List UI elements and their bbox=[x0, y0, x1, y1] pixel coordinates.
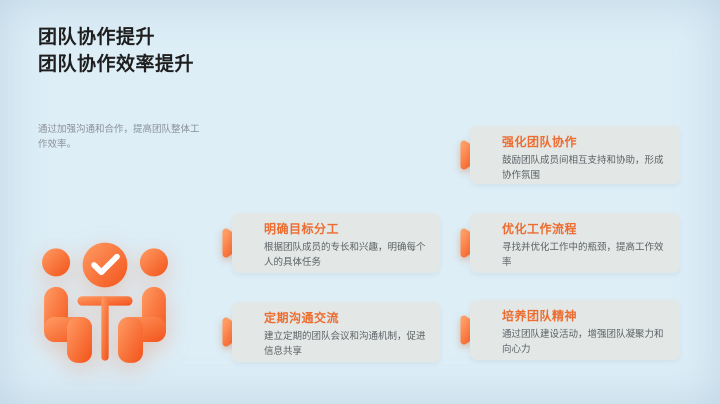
card-body: 通过团队建设活动，增强团队凝聚力和向心力 bbox=[502, 329, 664, 355]
slide-title-line1: 团队协作提升 bbox=[38, 27, 156, 48]
card-surface: 定期沟通交流 建立定期的团队会议和沟通机制，促进信息共享 bbox=[232, 302, 440, 362]
card-surface: 明确目标分工 根据团队成员的专长和兴趣，明确每个人的具体任务 bbox=[232, 213, 440, 273]
card-title: 明确目标分工 bbox=[264, 222, 340, 236]
card-surface: 优化工作流程 寻找并优化工作中的瓶颈，提高工作效率 bbox=[470, 213, 680, 273]
card-title: 优化工作流程 bbox=[502, 222, 578, 236]
team-meeting-check-icon bbox=[42, 242, 168, 363]
card-surface: 强化团队协作 鼓励团队成员间相互支持和协助，形成协作氛围 bbox=[470, 126, 680, 184]
feature-card-5: 培养团队精神 通过团队建设活动，增强团队凝聚力和向心力 bbox=[456, 300, 680, 360]
card-body: 根据团队成员的专长和兴趣，明确每个人的具体任务 bbox=[264, 242, 426, 268]
slide-title-line2: 团队协作效率提升 bbox=[38, 54, 195, 75]
card-title: 培养团队精神 bbox=[502, 309, 578, 323]
card-title: 强化团队协作 bbox=[502, 135, 578, 149]
feature-card-3: 优化工作流程 寻找并优化工作中的瓶颈，提高工作效率 bbox=[456, 213, 680, 273]
card-title: 定期沟通交流 bbox=[264, 311, 340, 325]
card-body: 寻找并优化工作中的瓶颈，提高工作效率 bbox=[502, 242, 664, 268]
feature-card-1: 强化团队协作 鼓励团队成员间相互支持和协助，形成协作氛围 bbox=[456, 126, 680, 184]
card-body: 建立定期的团队会议和沟通机制，促进信息共享 bbox=[264, 331, 426, 357]
feature-card-4: 定期沟通交流 建立定期的团队会议和沟通机制，促进信息共享 bbox=[218, 302, 440, 362]
check-icon bbox=[91, 253, 120, 276]
slide-title: 团队协作提升 团队协作效率提升 bbox=[38, 24, 194, 78]
slide-subtitle: 通过加强沟通和合作，提高团队整体工作效率。 bbox=[38, 124, 200, 150]
card-surface: 培养团队精神 通过团队建设活动，增强团队凝聚力和向心力 bbox=[470, 300, 680, 360]
card-body: 鼓励团队成员间相互支持和协助，形成协作氛围 bbox=[502, 155, 664, 181]
feature-card-2: 明确目标分工 根据团队成员的专长和兴趣，明确每个人的具体任务 bbox=[218, 213, 440, 273]
